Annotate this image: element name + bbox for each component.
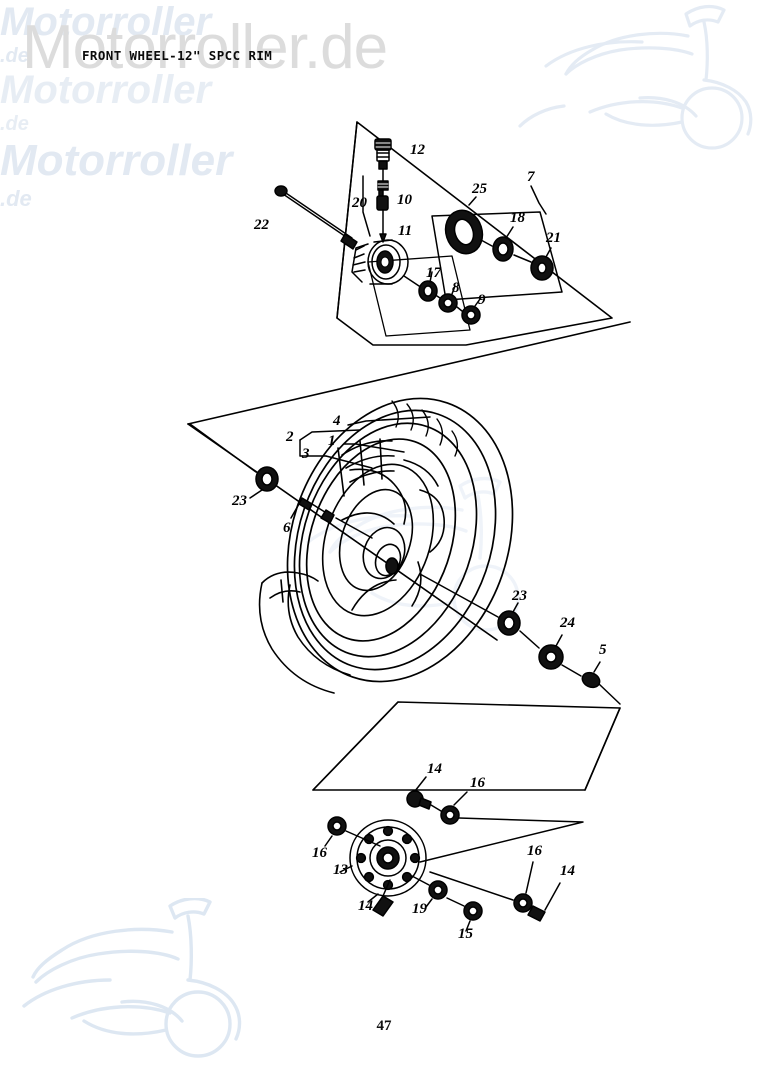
watermark-de-bottom: .de	[0, 186, 32, 211]
callout-23-right: 23	[512, 588, 527, 604]
callout-9: 9	[478, 292, 486, 308]
callout-12: 12	[410, 142, 425, 158]
page-number: 47	[376, 1018, 392, 1034]
callout-21: 21	[546, 230, 561, 246]
callout-20: 20	[352, 195, 367, 211]
callout-14-top: 14	[427, 761, 442, 777]
callout-14-bottom: 14	[358, 898, 373, 914]
callout-24: 24	[560, 615, 575, 631]
page-title: FRONT WHEEL-12" SPCC RIM	[82, 48, 273, 63]
callout-5: 5	[599, 642, 607, 658]
callout-6: 6	[283, 520, 291, 536]
watermark-scooter-bottom-left	[10, 896, 310, 1078]
callout-1: 1	[328, 433, 336, 449]
callout-8: 8	[452, 280, 460, 296]
callout-23-left: 23	[232, 493, 247, 509]
callout-2: 2	[286, 429, 294, 445]
callout-16-left: 16	[312, 845, 327, 861]
watermark-scooter-center	[250, 470, 550, 650]
callout-3: 3	[302, 446, 310, 462]
callout-14-right: 14	[560, 863, 575, 879]
watermark-de-top: .de	[0, 45, 29, 67]
callout-15: 15	[458, 926, 473, 942]
watermark-scooter-top-right	[490, 2, 768, 162]
callout-7: 7	[527, 169, 535, 185]
callout-10: 10	[397, 192, 412, 208]
callout-19: 19	[412, 901, 427, 917]
callout-16-right: 16	[527, 843, 542, 859]
callout-13: 13	[333, 862, 348, 878]
callout-4: 4	[333, 413, 341, 429]
watermark-scooter-label-bottom: Motorroller	[0, 136, 233, 185]
callout-11: 11	[398, 223, 413, 239]
watermark-scooter-label-top: Motorroller	[0, 0, 212, 44]
watermark-de-center: .de	[0, 113, 29, 135]
watermark-header-text: Motorroller.de	[22, 13, 388, 82]
watermark-scooter-label-center: Motorroller	[0, 68, 212, 112]
callout-18: 18	[510, 210, 525, 226]
callout-16-top: 16	[470, 775, 485, 791]
callout-22: 22	[254, 217, 269, 233]
callout-25: 25	[472, 181, 487, 197]
callout-17: 17	[426, 265, 441, 281]
